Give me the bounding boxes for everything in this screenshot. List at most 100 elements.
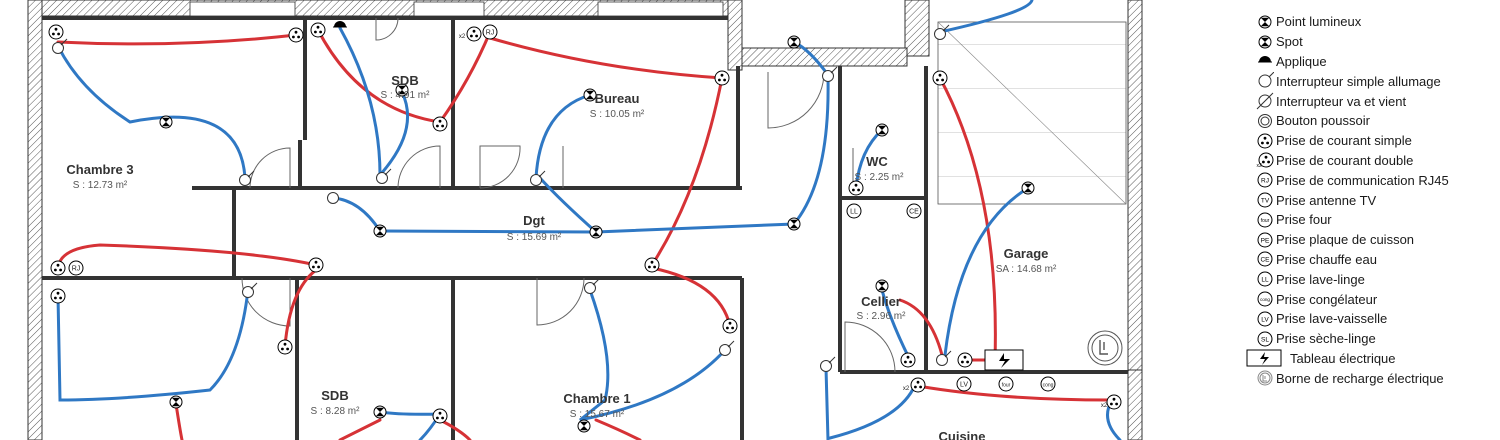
legend-item: Applique — [1250, 52, 1495, 72]
room-area: S : 10.05 m² — [590, 109, 645, 120]
legend-item: Borne de recharge électrique — [1250, 368, 1495, 388]
room-name: Cellier — [861, 294, 901, 309]
legend-label: Prise de courant simple — [1276, 133, 1412, 149]
bouton-poussoir-icon — [1256, 112, 1274, 130]
room-name: SDB — [321, 388, 348, 403]
prise-chauffe-eau-icon: CE — [1256, 250, 1274, 268]
room-area: S : 2.96 m² — [857, 311, 907, 322]
prise-simple-icon — [1256, 132, 1274, 150]
x2-tag: x2 — [1257, 163, 1263, 168]
four-tag: four — [1002, 383, 1011, 389]
floor-plan: RJ RJ LL CE LV four cong x2 x2 x2 Chambr… — [27, 0, 1143, 440]
room-area: S : 12.73 m² — [73, 180, 128, 191]
prise-seche-linge-icon: SL — [1256, 330, 1274, 348]
legend-item: Spot — [1250, 32, 1495, 52]
room-name: Chambre 3 — [66, 162, 133, 177]
lv-tag: LV — [960, 382, 968, 389]
rj-tag: RJ — [486, 30, 495, 37]
ll-tag: LL — [850, 209, 858, 216]
legend: Point lumineux Spot Applique Interrupteu… — [1246, 12, 1495, 388]
legend-label: Borne de recharge électrique — [1276, 370, 1444, 386]
legend-item: LV Prise lave-vaisselle — [1250, 309, 1495, 329]
legend-item: TV Prise antenne TV — [1250, 190, 1495, 210]
legend-item: cong Prise congélateur — [1250, 289, 1495, 309]
legend-label: Prise antenne TV — [1276, 192, 1377, 208]
room-name: Bureau — [595, 91, 640, 106]
x2-tag: x2 — [459, 34, 466, 40]
interior-walls — [42, 16, 1128, 440]
legend-item: RJ Prise de communication RJ45 — [1250, 170, 1495, 190]
legend-item: Point lumineux — [1250, 12, 1495, 32]
devices — [48, 20, 1123, 433]
legend-item: Tableau électrique — [1246, 349, 1495, 369]
device-tags: RJ RJ LL CE LV four cong x2 x2 x2 — [72, 30, 1108, 410]
room-name: WC — [866, 154, 888, 169]
interrupteur-va-et-vient-icon — [1256, 92, 1274, 110]
cong-tag: cong — [1043, 383, 1054, 389]
legend-label: Prise sèche-linge — [1276, 331, 1376, 347]
legend-label: Prise plaque de cuisson — [1276, 232, 1415, 248]
sl-tag: SL — [1261, 336, 1269, 343]
legend-label: Prise four — [1276, 212, 1332, 228]
legend-item: CE Prise chauffe eau — [1250, 250, 1495, 270]
applique-icon — [1256, 52, 1274, 70]
room-area: SA : 14.68 m² — [996, 264, 1057, 275]
legend-label: Prise congélateur — [1276, 291, 1378, 307]
room-name: SDB — [391, 73, 418, 88]
legend-label: Prise chauffe eau — [1276, 251, 1377, 267]
legend-item: Bouton poussoir — [1250, 111, 1495, 131]
prise-double-icon: x2 — [1256, 151, 1274, 169]
tv-tag: TV — [1261, 198, 1270, 205]
legend-item: four Prise four — [1250, 210, 1495, 230]
legend-label: Point lumineux — [1276, 14, 1362, 30]
ce-tag: CE — [1260, 257, 1270, 264]
room-name: Chambre 1 — [563, 391, 630, 406]
ce-tag: CE — [909, 209, 919, 216]
point-lumineux-icon — [1256, 13, 1274, 31]
room-area: S : 4.91 m² — [381, 90, 431, 101]
legend-label: Spot — [1276, 34, 1303, 50]
room-area: S : 15.69 m² — [507, 232, 562, 243]
prise-rj45-icon: RJ — [1256, 171, 1274, 189]
room-area: S : 2.25 m² — [855, 172, 905, 183]
tableau-electrique-icon — [1244, 349, 1284, 367]
legend-label: Interrupteur simple allumage — [1276, 73, 1441, 89]
legend-item: x2 Prise de courant double — [1250, 151, 1495, 171]
legend-label: Prise lave-linge — [1276, 271, 1365, 287]
room-name: Dgt — [523, 213, 545, 228]
legend-label: Prise de communication RJ45 — [1276, 172, 1449, 188]
legend-label: Interrupteur va et vient — [1276, 93, 1407, 109]
four-tag: four — [1261, 218, 1270, 224]
prise-lave-linge-icon: LL — [1256, 270, 1274, 288]
legend-item: Interrupteur simple allumage — [1250, 71, 1495, 91]
room-area: S : 15.67 m² — [570, 409, 625, 420]
legend-label: Applique — [1276, 53, 1327, 69]
x2-tag: x2 — [903, 386, 910, 392]
interrupteur-simple-icon — [1256, 72, 1274, 90]
cong-tag: cong — [1260, 297, 1270, 302]
legend-label: Bouton poussoir — [1276, 113, 1370, 129]
legend-item: PE Prise plaque de cuisson — [1250, 230, 1495, 250]
legend-item: Prise de courant simple — [1250, 131, 1495, 151]
legend-label: Tableau électrique — [1290, 350, 1396, 366]
room-name: Garage — [1004, 246, 1049, 261]
lv-tag: LV — [1261, 316, 1269, 323]
prise-plaque-cuisson-icon: PE — [1256, 231, 1274, 249]
legend-item: SL Prise sèche-linge — [1250, 329, 1495, 349]
rj-tag: RJ — [72, 266, 81, 273]
doors — [241, 17, 896, 373]
legend-label: Prise de courant double — [1276, 152, 1414, 168]
borne-recharge-icon — [1256, 369, 1274, 387]
pe-tag: PE — [1261, 237, 1270, 244]
ll-tag: LL — [1261, 277, 1269, 284]
room-name: Cuisine — [939, 429, 986, 440]
legend-item: Interrupteur va et vient — [1250, 91, 1495, 111]
prise-four-icon: four — [1256, 211, 1274, 229]
room-area: S : 8.28 m² — [311, 406, 361, 417]
prise-congelateur-icon: cong — [1256, 290, 1274, 308]
spot-icon — [1256, 33, 1274, 51]
legend-label: Prise lave-vaisselle — [1276, 311, 1388, 327]
x2-tag: x2 — [1101, 403, 1108, 409]
room-labels: Chambre 3 S : 12.73 m² SDB S : 4.91 m² B… — [66, 73, 1057, 440]
prise-antenne-tv-icon: TV — [1256, 191, 1274, 209]
